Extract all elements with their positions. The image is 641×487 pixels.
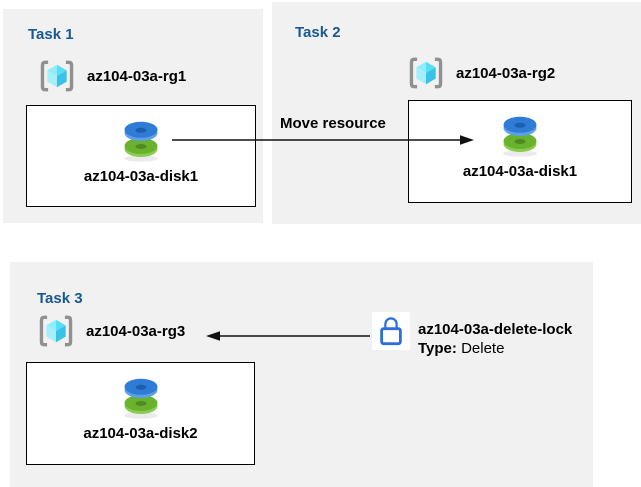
lock-type: Type: Delete: [418, 339, 572, 358]
task2-resource-box: az104-03a-disk1: [408, 100, 632, 203]
task3-resource-box: az104-03a-disk2: [26, 362, 255, 465]
delete-lock-arrow: [206, 331, 370, 341]
resource-group-name: az104-03a-rg1: [87, 67, 187, 85]
resource-group-icon: [405, 53, 447, 93]
resource-group-icon: [36, 56, 78, 96]
task3-title: Task 3: [37, 290, 83, 308]
lock-labels: az104-03a-delete-lock Type: Delete: [418, 312, 572, 358]
resource-group-name: az104-03a-rg2: [456, 64, 556, 82]
delete-lock-group: az104-03a-delete-lock Type: Delete: [372, 312, 572, 358]
task2-panel: Task 2 az104-03a-rg2 az104-03a-disk1: [272, 2, 641, 224]
padlock-icon: [376, 314, 406, 348]
move-resource-label: Move resource: [280, 115, 386, 132]
disk-name: az104-03a-disk1: [462, 163, 578, 180]
managed-disk-icon: [116, 375, 166, 421]
resource-group-icon: [35, 311, 77, 351]
disk-name: az104-03a-disk1: [83, 168, 199, 185]
resource-group-name: az104-03a-rg3: [86, 322, 186, 340]
task2-resource-group: az104-03a-rg2: [405, 53, 555, 93]
managed-disk-icon: [495, 113, 545, 159]
lock-icon: [372, 312, 410, 350]
lock-name: az104-03a-delete-lock: [418, 321, 573, 338]
lock-type-value: Delete: [461, 340, 505, 357]
task1-title: Task 1: [28, 26, 74, 44]
task2-title: Task 2: [295, 24, 341, 42]
task3-resource-group: az104-03a-rg3: [35, 311, 185, 351]
managed-disk-icon: [116, 118, 166, 164]
task1-resource-box: az104-03a-disk1: [26, 105, 256, 207]
task1-panel: Task 1 az104-03a-rg1 az104-03a-disk1: [3, 9, 263, 223]
lock-type-label: Type:: [418, 340, 457, 357]
disk-name: az104-03a-disk2: [83, 425, 198, 442]
task1-resource-group: az104-03a-rg1: [36, 56, 186, 96]
task3-panel: Task 3 az104-03a-rg3 az104-03a-disk2 az1…: [10, 262, 593, 487]
move-resource-arrow: [172, 135, 474, 145]
